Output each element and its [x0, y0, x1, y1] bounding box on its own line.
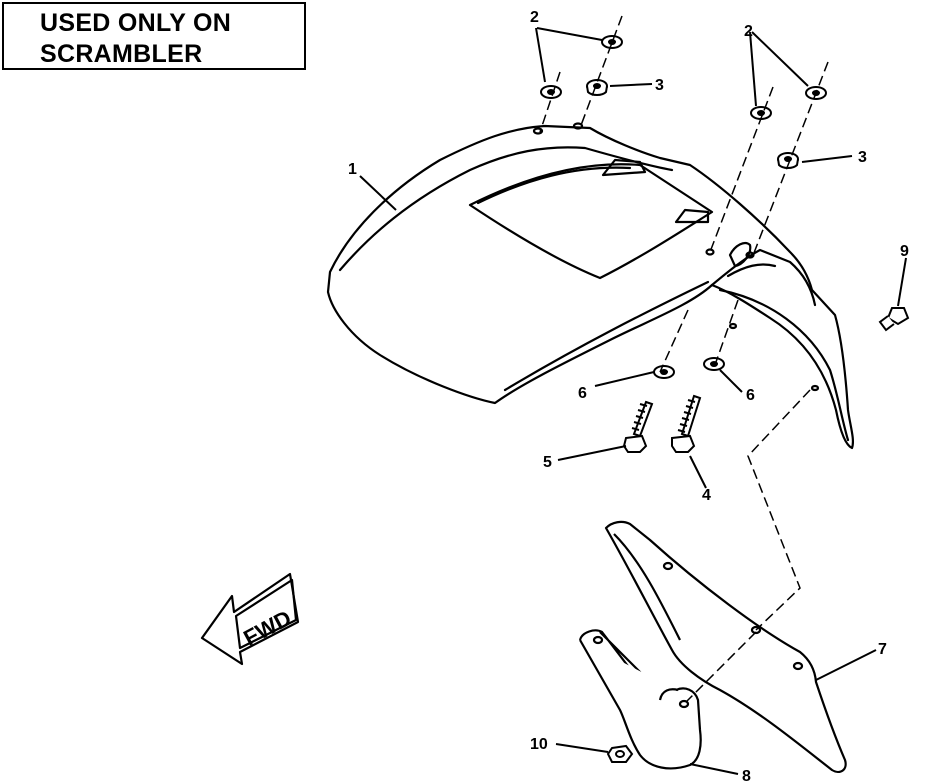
callout-6-right: 6	[746, 387, 755, 404]
callout-10: 10	[530, 736, 548, 753]
callout-4: 4	[702, 487, 711, 504]
assembly-center-lines	[539, 15, 829, 703]
callout-7: 7	[878, 641, 887, 658]
washer-6-right	[703, 357, 725, 371]
bolt-5	[622, 400, 654, 453]
forward-direction-arrow: FWD	[200, 572, 300, 666]
callout-3-right: 3	[858, 149, 867, 166]
callout-8: 8	[742, 768, 751, 782]
callout-6-left: 6	[578, 385, 587, 402]
screw-9	[878, 307, 910, 332]
callout-3-left: 3	[655, 77, 664, 94]
front-fender	[326, 122, 855, 450]
notice-line-2: SCRAMBLER	[40, 40, 203, 68]
leader-lines	[359, 27, 907, 775]
callout-numbers: 2 3 2 3 1 9 6 6 5 4 7 10 8	[348, 9, 909, 782]
callout-9: 9	[900, 243, 909, 260]
nut-10	[606, 744, 634, 763]
washer-2-left-b	[601, 35, 623, 49]
plate-bracket	[578, 629, 702, 770]
washer-2-left-a	[540, 85, 562, 99]
callout-5: 5	[543, 454, 552, 471]
notice-line-1: USED ONLY ON	[40, 9, 232, 37]
number-plate	[604, 520, 847, 774]
bolt-4	[671, 394, 702, 453]
grommet-3-left	[586, 79, 608, 96]
callout-2-left: 2	[530, 9, 539, 26]
scrambler-notice-box: USED ONLY ON SCRAMBLER	[2, 2, 306, 70]
callout-2-right: 2	[744, 23, 753, 40]
washer-6-left	[653, 365, 675, 379]
callout-1: 1	[348, 161, 357, 178]
